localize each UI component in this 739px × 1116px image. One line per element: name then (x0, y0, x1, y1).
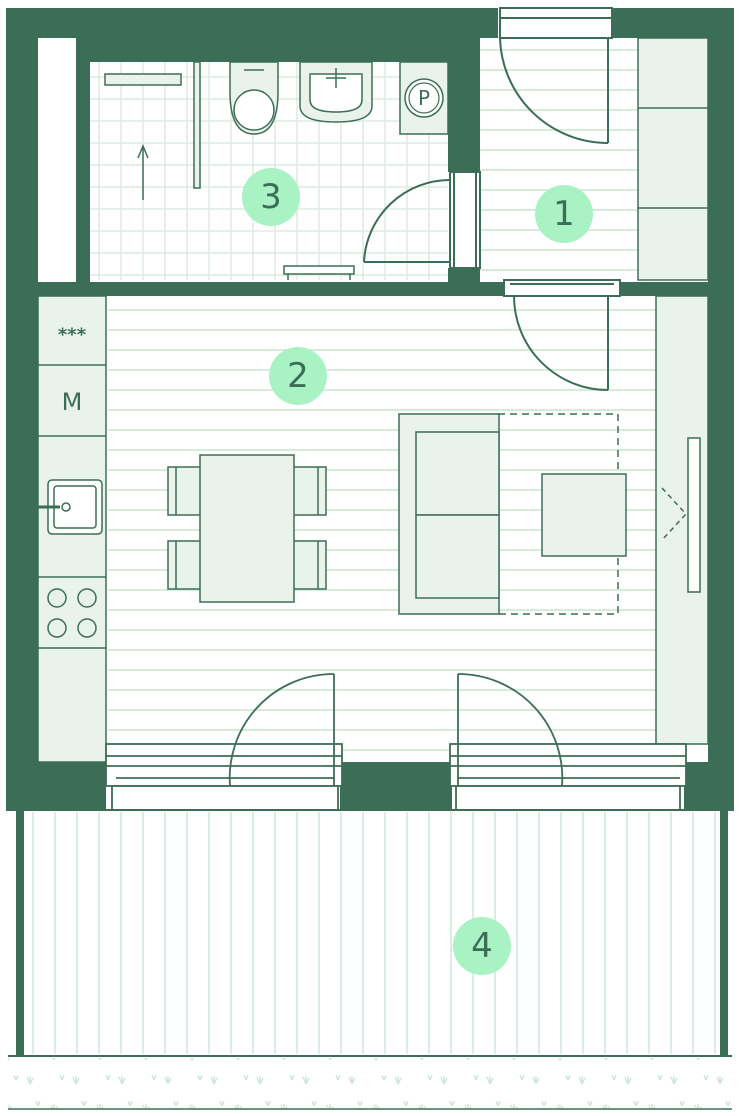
walls (6, 8, 734, 1056)
parking-icon: P (399, 61, 449, 135)
bathroom-door[interactable] (363, 171, 481, 269)
living-room-door[interactable] (503, 279, 621, 391)
balcony-floor (24, 812, 720, 1054)
shower-arrow-icon (137, 144, 149, 200)
room-badge-1: 1 (535, 185, 593, 243)
hall-wardrobe (637, 37, 709, 281)
entry-door[interactable] (499, 7, 613, 144)
room-number-3: 3 (260, 177, 282, 217)
dining-set (167, 454, 327, 603)
coffee-table (541, 473, 627, 557)
grass-strip (8, 1058, 732, 1108)
sofa (398, 413, 500, 615)
living-wardrobe (655, 295, 709, 745)
room-badge-4: 4 (453, 917, 511, 975)
hall-floor (480, 38, 638, 280)
room-number-4: 4 (471, 926, 493, 966)
stove-icon (47, 588, 97, 638)
kitchen-cabinet-label-1: *** (58, 325, 87, 346)
kitchen-sink-icon (38, 479, 103, 535)
room-number-1: 1 (553, 194, 575, 234)
balcony-door-right[interactable] (449, 673, 687, 811)
room-badge-3: 3 (242, 168, 300, 226)
bathroom-vent (283, 265, 355, 280)
sink-icon (299, 61, 373, 123)
room-badge-2: 2 (269, 347, 327, 405)
left-niche (38, 38, 76, 282)
toilet-icon (229, 61, 279, 135)
parking-sign-text: P (418, 86, 430, 110)
kitchen-cabinet-label-2: M (62, 388, 83, 416)
shower-area (104, 61, 201, 189)
room-number-2: 2 (287, 356, 309, 396)
balcony-door-left[interactable] (105, 673, 343, 811)
